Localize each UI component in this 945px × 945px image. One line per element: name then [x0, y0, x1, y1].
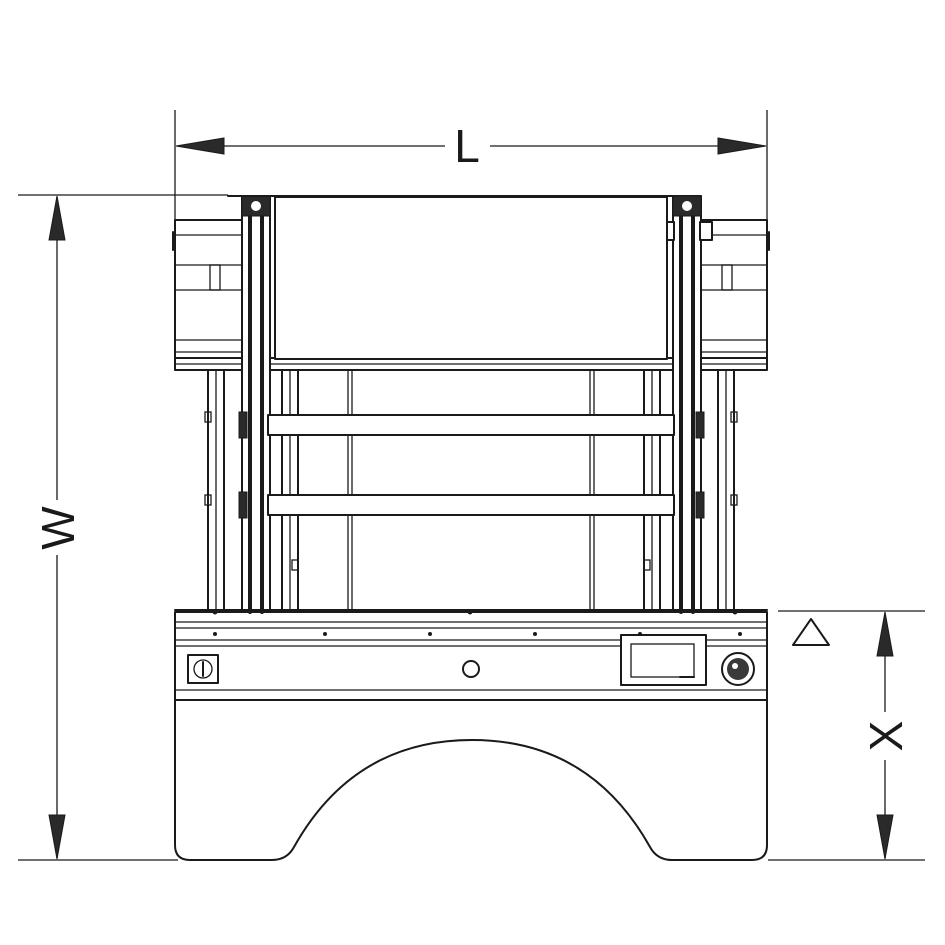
dimension-height: X [768, 610, 925, 861]
frame-legs [204, 369, 738, 613]
horizontal-cross-bars [238, 411, 705, 519]
reference-triangle-icon [792, 618, 830, 646]
dimension-label-x: X [860, 721, 912, 752]
dimension-label-l: L [454, 120, 480, 172]
machine-base [174, 699, 768, 861]
arrowhead-right [717, 137, 767, 155]
arrowhead-left [175, 137, 225, 155]
arrowhead-down [48, 814, 66, 860]
dimension-width: W [18, 194, 228, 861]
emergency-stop-icon [721, 652, 755, 686]
dimension-length: L [174, 110, 768, 230]
power-switch-icon [187, 654, 219, 684]
machine [172, 195, 770, 861]
dimension-label-w: W [32, 506, 84, 550]
arrowhead-x-down [876, 814, 894, 860]
indicator-light-icon [462, 660, 480, 678]
arrowhead-x-up [876, 611, 894, 657]
upper-hood [274, 196, 668, 360]
arrowhead-up [48, 195, 66, 241]
gantry-posts [241, 195, 713, 614]
hmi-display-icon [620, 634, 707, 686]
